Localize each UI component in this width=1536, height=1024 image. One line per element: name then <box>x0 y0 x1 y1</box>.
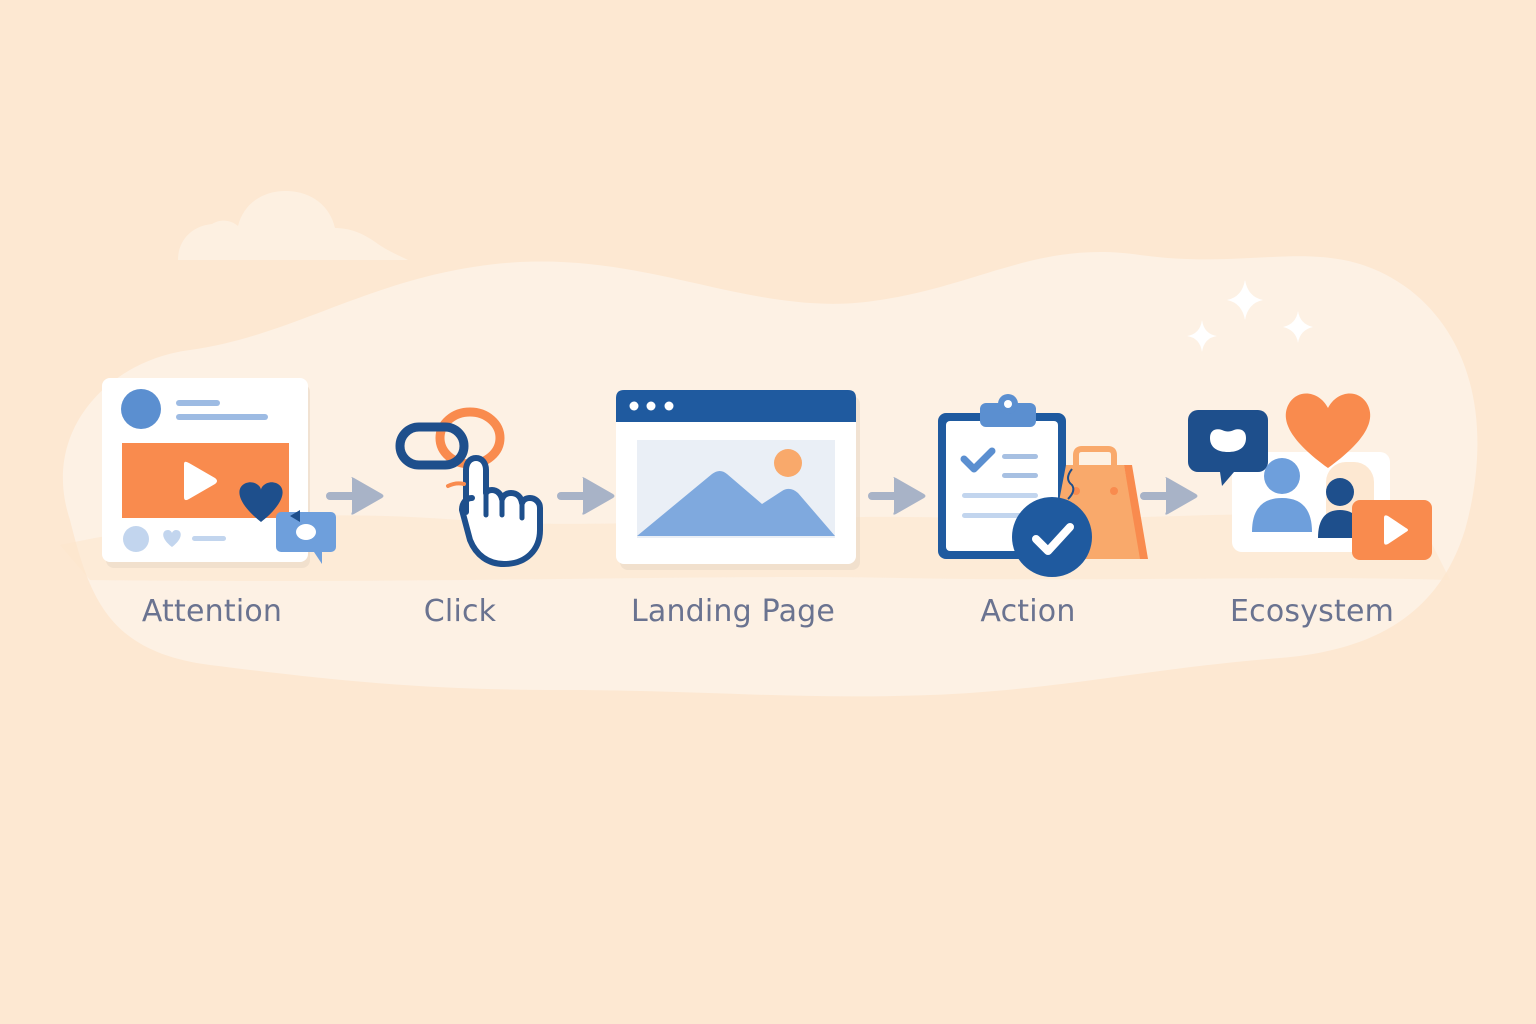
cloud-icon <box>178 190 408 260</box>
comment-bubble-icon <box>276 510 336 564</box>
step-label-attention: Attention <box>141 594 283 629</box>
step-label-click: Click <box>423 594 497 629</box>
sparkles-icon <box>1187 280 1313 352</box>
step-label-action: Action <box>980 594 1076 629</box>
step-action <box>936 393 1151 577</box>
heart-icon <box>1285 393 1371 468</box>
heart-icon <box>239 482 283 522</box>
flow-arrow-2 <box>557 477 615 515</box>
step-attention <box>100 376 345 571</box>
link-icon <box>395 407 505 470</box>
user-icon <box>1318 478 1362 538</box>
step-landing-page <box>614 388 864 573</box>
community-engagement-icon <box>1188 393 1432 560</box>
browser-image-icon <box>616 390 860 570</box>
flow-arrow-3 <box>868 477 926 515</box>
step-label-landing-page: Landing Page <box>630 594 836 629</box>
social-post-video-icon <box>102 378 336 568</box>
chat-bubble-icon <box>1188 410 1268 486</box>
flow-arrow-1 <box>326 477 384 515</box>
pointer-hand-icon <box>446 455 543 567</box>
step-label-ecosystem: Ecosystem <box>1229 594 1395 629</box>
play-button-icon <box>1352 500 1432 560</box>
flow-arrow-4 <box>1140 477 1198 515</box>
link-click-hand-icon <box>395 407 543 567</box>
step-click <box>392 400 552 570</box>
clipboard-checkout-icon <box>938 394 1148 577</box>
user-icon <box>1252 458 1312 532</box>
step-ecosystem <box>1186 386 1436 566</box>
check-badge-icon <box>1012 497 1092 577</box>
